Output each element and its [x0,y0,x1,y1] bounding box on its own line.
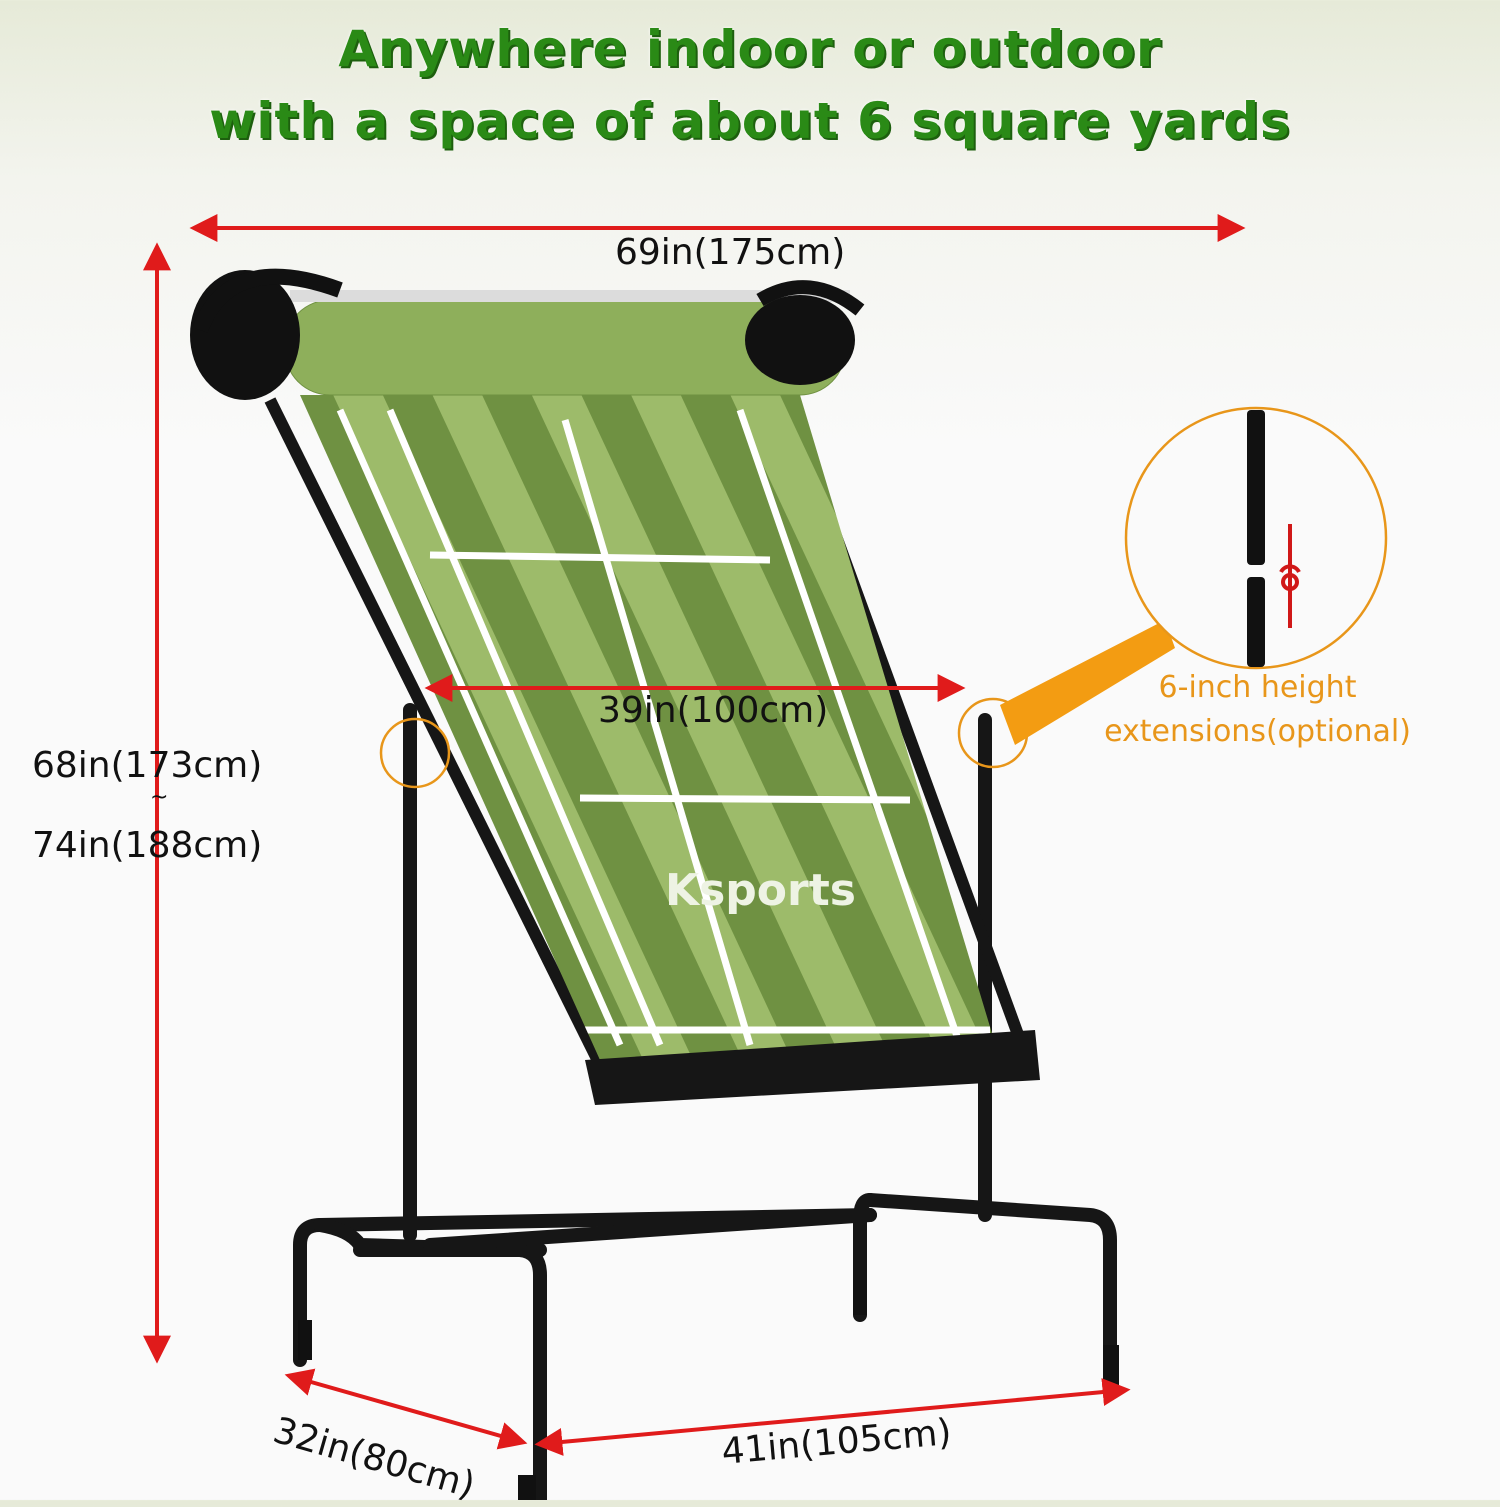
foot-cap [853,1280,867,1315]
height-separator: ~ [150,785,169,810]
extension-callout-line-2: extensions(optional) [1104,714,1411,749]
extension-callout-line-1: 6-inch height [1158,670,1357,705]
headline-line-1: Anywhere indoor or outdoor [338,20,1162,78]
foot-cap [1103,1345,1119,1385]
extension-marker-left [379,717,451,789]
height-min-label: 68in(173cm) [32,745,263,786]
extension-pole-joint-icon [1247,410,1301,667]
net-width-label: 39in(100cm) [598,690,829,731]
rebounder-net [284,290,1000,1060]
foot-cap [518,1475,536,1500]
callout-pointer [1000,620,1175,745]
base-depth-arrow [284,1368,528,1450]
top-width-label: 69in(175cm) [615,232,846,273]
headline-line-2: with a space of about 6 square yards [209,92,1291,150]
bottom-bar [585,1030,1040,1105]
foot-cap [298,1320,312,1360]
brand-logo: Ksports [665,865,856,916]
base-width-arrow [534,1378,1131,1456]
top-right-bracket [745,295,855,385]
base-frame [293,703,1117,1500]
height-max-label: 74in(188cm) [32,825,263,866]
